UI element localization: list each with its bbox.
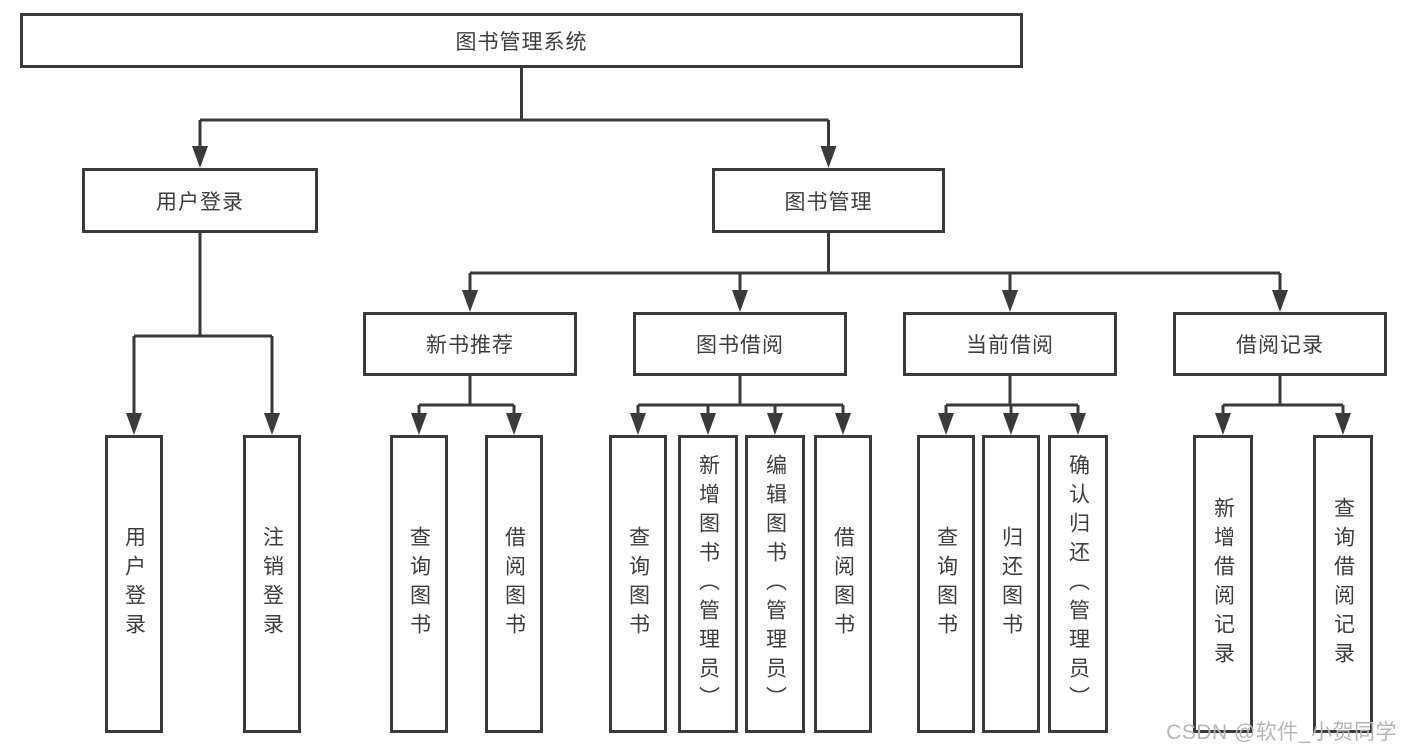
arrowhead-icon [192, 146, 208, 168]
arrowhead-icon [767, 413, 783, 435]
node-borrow-records-label: 借阅记录 [1236, 334, 1324, 357]
leaf-confirm-return-label: 确认归还（管理员） [1066, 453, 1090, 715]
leaf-borrow-books-2-label: 借阅图书 [831, 526, 855, 642]
arrowhead-icon [1002, 290, 1018, 312]
leaf-return-books-label: 归还图书 [999, 526, 1023, 642]
arrowhead-icon [835, 413, 851, 435]
node-root-label: 图书管理系统 [455, 30, 588, 54]
leaf-borrow-books-1-label: 借阅图书 [502, 526, 526, 642]
arrowhead-icon [1070, 413, 1086, 435]
arrowhead-icon [630, 413, 646, 435]
node-new-book-rec-label: 新书推荐 [426, 334, 514, 357]
node-book-mgmt-label: 图书管理 [784, 190, 873, 214]
leaf-add-books-label: 新增图书（管理员） [696, 453, 720, 715]
leaf-confirm-return: 确认归还（管理员） [1048, 435, 1108, 733]
arrowhead-icon [126, 413, 142, 435]
connector-borrow-records-children [1221, 374, 1345, 417]
leaf-user-login-label: 用户登录 [122, 526, 146, 642]
node-book-borrow: 图书借阅 [633, 312, 847, 376]
node-book-borrow-label: 图书借阅 [696, 334, 784, 357]
leaf-query-borrow-record: 查询借阅记录 [1313, 435, 1373, 733]
leaf-query-books-2: 查询图书 [609, 435, 667, 733]
arrowhead-icon [732, 290, 748, 312]
arrowhead-icon [1003, 413, 1019, 435]
node-root: 图书管理系统 [20, 13, 1023, 68]
leaf-query-books-2-label: 查询图书 [626, 526, 650, 642]
node-user-login-label: 用户登录 [156, 190, 244, 214]
leaf-borrow-books-1: 借阅图书 [485, 435, 543, 733]
node-borrow-records: 借阅记录 [1173, 312, 1387, 376]
leaf-query-books-3: 查询图书 [917, 435, 975, 733]
arrowhead-icon [411, 413, 427, 435]
node-current-borrow-label: 当前借阅 [966, 334, 1054, 357]
connector-current-borrow-children [944, 374, 1080, 417]
leaf-return-books: 归还图书 [982, 435, 1040, 733]
node-book-mgmt: 图书管理 [712, 168, 945, 233]
leaf-add-books: 新增图书（管理员） [678, 435, 738, 733]
connector-root-to-level2 [198, 66, 830, 150]
node-current-borrow: 当前借阅 [903, 312, 1117, 376]
node-user-login: 用户登录 [82, 168, 318, 233]
arrowhead-icon [700, 413, 716, 435]
arrowhead-icon [1215, 413, 1231, 435]
leaf-user-login: 用户登录 [105, 435, 163, 733]
connector-user-login-children [132, 231, 274, 417]
leaf-query-books-1: 查询图书 [390, 435, 448, 733]
leaf-add-borrow-record-label: 新增借阅记录 [1211, 497, 1235, 671]
arrowhead-icon [1272, 290, 1288, 312]
leaf-query-books-1-label: 查询图书 [407, 526, 431, 642]
arrowhead-icon [264, 413, 280, 435]
leaf-edit-books: 编辑图书（管理员） [745, 435, 805, 733]
leaf-query-borrow-record-label: 查询借阅记录 [1331, 497, 1355, 671]
arrowhead-icon [1335, 413, 1351, 435]
leaf-logout: 注销登录 [243, 435, 301, 733]
leaf-edit-books-label: 编辑图书（管理员） [763, 453, 787, 715]
leaf-query-books-3-label: 查询图书 [934, 526, 958, 642]
arrowheads [126, 146, 1351, 435]
arrowhead-icon [506, 413, 522, 435]
arrowhead-icon [820, 146, 837, 168]
arrowhead-icon [462, 290, 478, 312]
node-new-book-rec: 新书推荐 [363, 312, 577, 376]
leaf-borrow-books-2: 借阅图书 [814, 435, 872, 733]
leaf-add-borrow-record: 新增借阅记录 [1193, 435, 1253, 733]
connector-new-book-rec-children [417, 374, 516, 417]
connector-book-mgmt-children [468, 231, 1282, 294]
leaf-logout-label: 注销登录 [260, 526, 284, 642]
connector-book-borrow-children [636, 374, 845, 417]
arrowhead-icon [938, 413, 954, 435]
watermark: CSDN @软件_小贺同学 [1166, 721, 1397, 744]
